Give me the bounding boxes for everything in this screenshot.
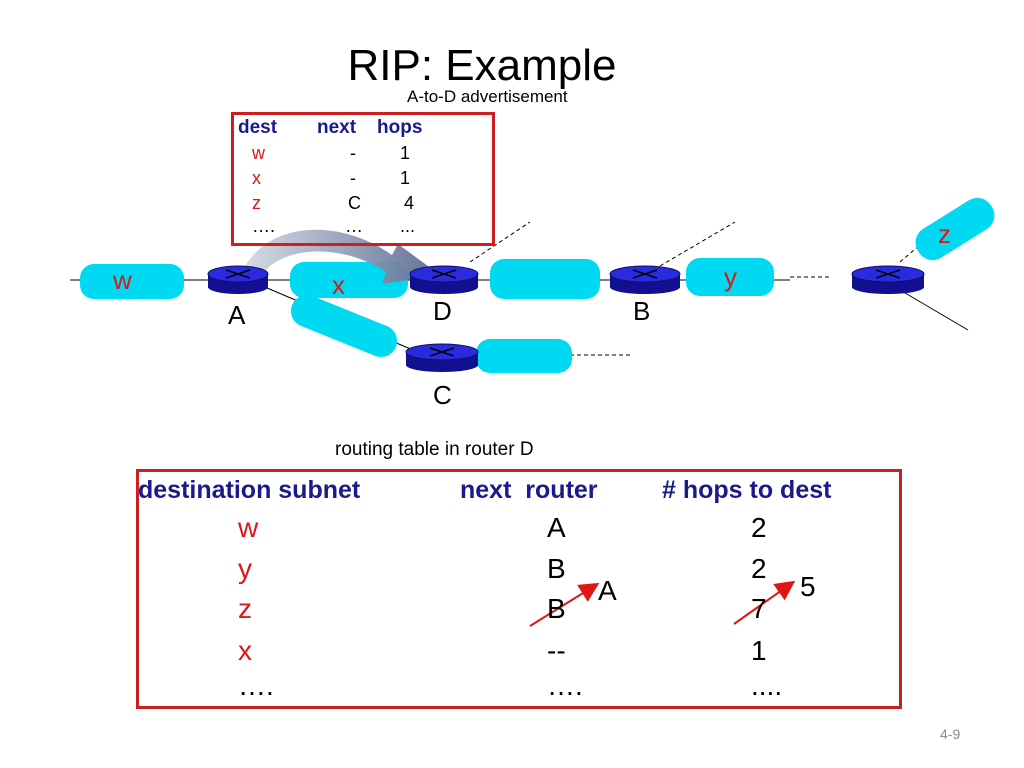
router-b <box>609 265 681 294</box>
adv-row-hops: 1 <box>400 168 411 188</box>
routing-table-caption: routing table in router D <box>335 439 534 460</box>
rt-row-next: B <box>547 593 566 624</box>
subnet-label-w: w <box>113 265 132 295</box>
adv-row-dest: …. <box>252 216 276 236</box>
rt-row-hops: 1 <box>751 635 767 666</box>
adv-row-next: - <box>350 168 356 188</box>
rt-header-destination: destination subnet <box>138 476 361 504</box>
adv-row-next: - <box>350 143 356 163</box>
update-arrow-hops <box>733 580 796 625</box>
advertisement-table-box <box>231 112 495 246</box>
advertisement-caption: A-to-D advertisement <box>407 87 568 106</box>
adv-row-dest: w <box>252 143 265 163</box>
rt-row-hops: 2 <box>751 512 767 543</box>
subnet-label-y: y <box>724 262 737 292</box>
rt-row-dest: …. <box>238 670 274 701</box>
rt-row-next: …. <box>547 670 583 701</box>
adv-row-hops: 1 <box>400 143 411 163</box>
adv-row-next: … <box>345 216 363 236</box>
routers <box>207 265 925 372</box>
rt-row-hops: .... <box>751 670 783 701</box>
rt-row-dest: w <box>238 512 259 543</box>
subnet-z <box>915 197 995 261</box>
rt-row-next: A <box>547 512 566 543</box>
adv-header-dest: dest <box>238 117 278 138</box>
rt-updated-next-router: A <box>598 575 617 606</box>
rt-updated-hops: 5 <box>800 571 816 602</box>
link-d-dashed-up <box>469 221 531 263</box>
rt-header-next-router: next router <box>460 476 598 504</box>
adv-header-hops: hops <box>377 117 423 138</box>
routing-table-box <box>136 469 902 709</box>
adv-row-hops: 4 <box>404 193 415 213</box>
rt-header-hops: # hops to dest <box>662 476 832 504</box>
rt-row-hops: 7 <box>751 593 767 624</box>
rt-row-dest: z <box>238 593 252 624</box>
subnets <box>80 197 995 373</box>
slide-number: 4-9 <box>940 726 961 742</box>
rt-row-next: -- <box>547 635 566 666</box>
link-r4-down <box>899 289 969 331</box>
subnet-c-right <box>476 339 572 373</box>
router-label-b: B <box>633 296 651 326</box>
router-label-c: C <box>433 380 452 410</box>
rt-row-next: B <box>547 553 566 584</box>
slide-title: RIP: Example <box>347 41 617 90</box>
router-a <box>207 265 269 294</box>
subnet-label-x: x <box>332 270 345 300</box>
router-right <box>851 265 925 294</box>
rt-row-dest: x <box>238 635 252 666</box>
router-label-d: D <box>433 296 452 326</box>
adv-row-dest: x <box>252 168 261 188</box>
router-d <box>409 265 479 294</box>
subnet-y <box>686 258 774 296</box>
rt-row-hops: 2 <box>751 553 767 584</box>
subnet-label-z: z <box>938 219 951 249</box>
adv-row-hops: ... <box>400 216 416 236</box>
subnet-between-d-b <box>490 259 600 299</box>
update-arrow-next-router <box>529 582 600 627</box>
router-label-a: A <box>228 300 246 330</box>
rt-row-dest: y <box>238 553 252 584</box>
adv-row-next: C <box>348 193 361 213</box>
link-b-dashed-up <box>659 221 736 267</box>
router-c <box>405 343 479 372</box>
adv-row-dest: z <box>252 193 261 213</box>
adv-header-next: next <box>317 117 357 138</box>
subnet-w <box>80 264 184 299</box>
subnet-x <box>290 262 408 298</box>
subnet-a-c <box>290 295 398 357</box>
